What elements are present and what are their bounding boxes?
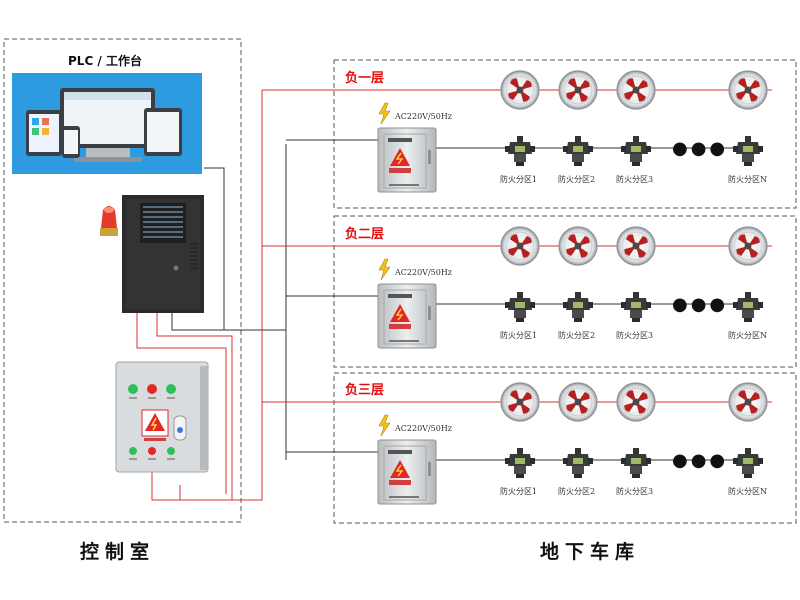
exhaust-fan-icon	[500, 70, 540, 110]
exhaust-fan-icon	[616, 70, 656, 110]
exhaust-fan-icon	[558, 70, 598, 110]
plc-workstation	[12, 73, 202, 174]
fire-zone-label: 防火分区3	[616, 331, 654, 340]
gas-detector-icon	[563, 292, 593, 322]
gas-detector-icon	[733, 136, 763, 166]
plc-workstation-label: PLC / 工作台	[68, 54, 142, 68]
exhaust-fan-icon	[616, 382, 656, 422]
fire-zone-label: 防火分区N	[728, 331, 767, 340]
floor-power-cabinet	[377, 127, 437, 193]
fire-zone-label: 防火分区2	[558, 175, 596, 184]
gas-detector-icon	[733, 448, 763, 478]
floor-power-cabinet	[377, 439, 437, 505]
fire-zone-label: 防火分区2	[558, 487, 596, 496]
exhaust-fan-icon	[616, 226, 656, 266]
exhaust-fan-icon	[558, 382, 598, 422]
floor-region-3	[333, 372, 797, 524]
more-zones-ellipsis: ●●●	[672, 450, 729, 471]
fire-zone-label: 防火分区3	[616, 487, 654, 496]
power-bolt-icon	[378, 414, 391, 437]
control-room-title: 控制室	[80, 541, 156, 563]
fire-zone-label: 防火分区1	[500, 487, 538, 496]
gas-detector-icon	[563, 136, 593, 166]
power-supply-label: AC220V/50Hz	[395, 424, 453, 433]
floor-label: 负二层	[345, 227, 385, 242]
gas-detector-icon	[563, 448, 593, 478]
control-room-wiring	[136, 90, 287, 501]
power-supply-label: AC220V/50Hz	[395, 268, 453, 277]
garage-title: 地下车库	[540, 541, 641, 563]
floor-region-2	[333, 215, 797, 368]
floor-power-cabinet	[377, 283, 437, 349]
gas-detector-icon	[505, 136, 535, 166]
exhaust-fan-icon	[728, 226, 768, 266]
fan-control-cabinet	[115, 361, 209, 473]
exhaust-fan-icon	[728, 70, 768, 110]
exhaust-fan-icon	[500, 226, 540, 266]
more-zones-ellipsis: ●●●	[672, 294, 729, 315]
fire-zone-label: 防火分区1	[500, 331, 538, 340]
fire-zone-label: 防火分区N	[728, 487, 767, 496]
alarm-beacon	[100, 206, 118, 236]
exhaust-fan-icon	[728, 382, 768, 422]
power-supply-label: AC220V/50Hz	[395, 112, 453, 121]
floor-label: 负一层	[345, 71, 385, 86]
fire-zone-label: 防火分区2	[558, 331, 596, 340]
gas-detector-icon	[505, 448, 535, 478]
exhaust-fan-icon	[500, 382, 540, 422]
gas-detector-icon	[621, 448, 651, 478]
floor-2	[262, 226, 772, 349]
floor-1	[262, 70, 772, 193]
floor-3	[262, 382, 772, 505]
fire-zone-label: 防火分区N	[728, 175, 767, 184]
more-zones-ellipsis: ●●●	[672, 138, 729, 159]
gas-detector-icon	[621, 136, 651, 166]
power-bolt-icon	[378, 102, 391, 125]
exhaust-fan-icon	[558, 226, 598, 266]
floor-label: 负三层	[345, 383, 385, 398]
fire-zone-label: 防火分区1	[500, 175, 538, 184]
gas-detector-icon	[733, 292, 763, 322]
gas-detector-icon	[621, 292, 651, 322]
power-bolt-icon	[378, 258, 391, 281]
floors	[262, 70, 772, 505]
fire-zone-label: 防火分区3	[616, 175, 654, 184]
gas-detector-icon	[505, 292, 535, 322]
floor-region-1	[333, 59, 797, 209]
gas-alarm-controller	[122, 195, 204, 313]
